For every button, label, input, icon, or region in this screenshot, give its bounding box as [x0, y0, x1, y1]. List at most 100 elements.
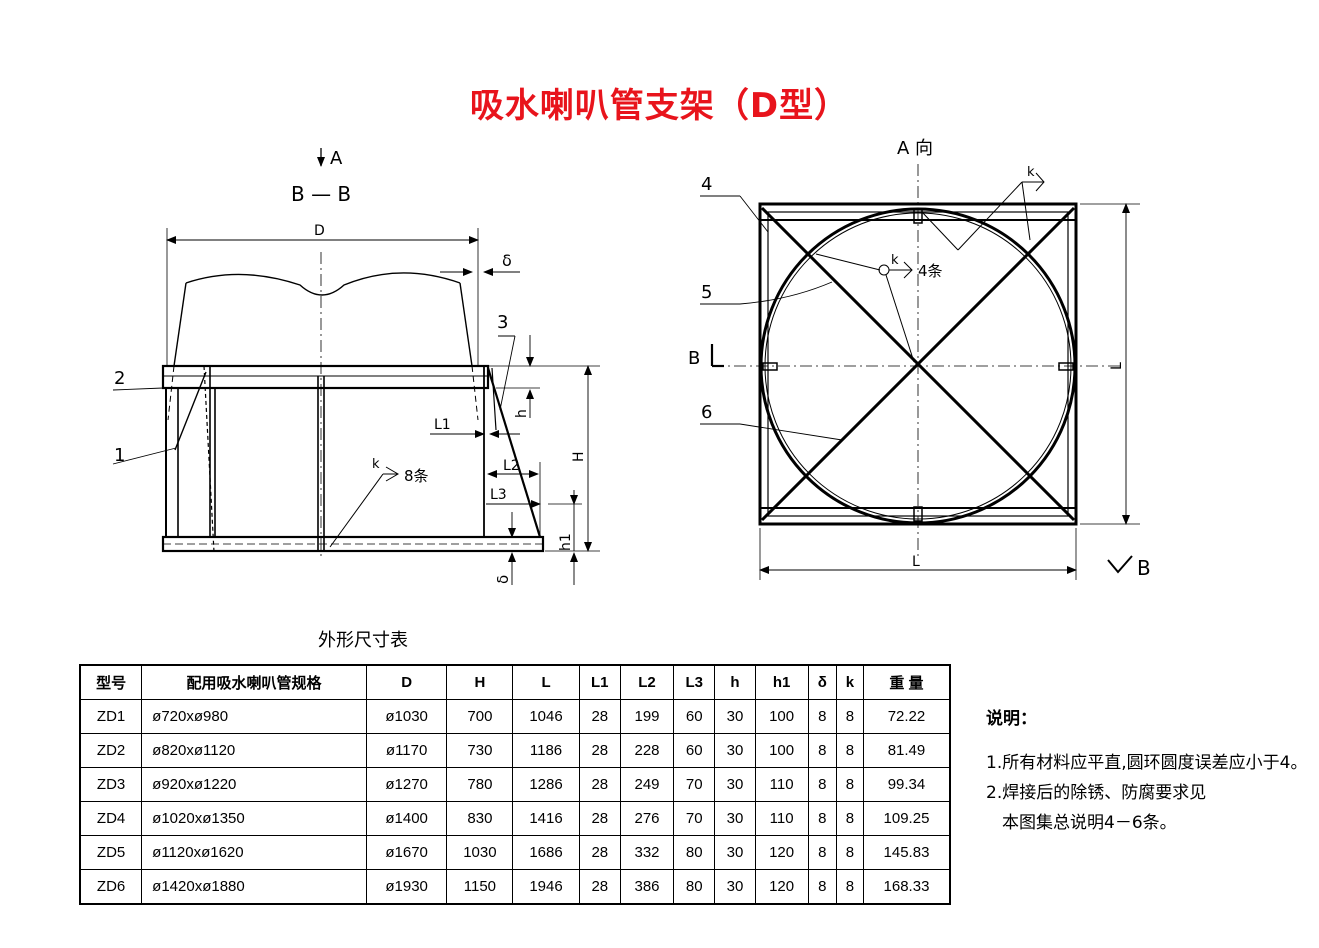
table-cell: 28 — [578, 869, 621, 905]
dim-delta-top-label: δ — [502, 251, 512, 270]
table-cell: 120 — [754, 835, 809, 870]
table-header-cell: L1 — [578, 664, 621, 700]
table-cell: 8 — [835, 835, 864, 870]
table-header-cell: D — [365, 664, 448, 700]
arrow-a-label: A — [330, 148, 343, 169]
table-cell: 30 — [714, 699, 756, 734]
dim-d-label: D — [314, 223, 325, 239]
table-cell: ZD6 — [79, 869, 143, 905]
table-cell: ZD2 — [79, 733, 143, 768]
table-cell: ø1400 — [365, 801, 448, 836]
table-cell: 99.34 — [862, 767, 951, 802]
table-cell: 1186 — [512, 733, 580, 768]
table-cell: 28 — [578, 801, 621, 836]
table-cell: 100 — [754, 699, 809, 734]
note-item-3: 本图集总说明4－6条。 — [1002, 813, 1177, 833]
table-cell: 249 — [619, 767, 675, 802]
table-cell: 1416 — [512, 801, 580, 836]
part-label-3: 3 — [497, 312, 508, 333]
table-cell: 8 — [835, 801, 864, 836]
dim-l1-label: L1 — [434, 417, 451, 433]
table-cell: ø920xø1220 — [141, 767, 367, 802]
table-cell: ø1670 — [365, 835, 448, 870]
table-cell: 30 — [714, 767, 756, 802]
table-cell: ø1930 — [365, 869, 448, 905]
table-cell: 730 — [446, 733, 514, 768]
table-cell: 81.49 — [862, 733, 951, 768]
table-cell: 780 — [446, 767, 514, 802]
table-header-cell: 型号 — [79, 664, 143, 700]
weld-k-label-8: k — [372, 457, 380, 472]
table-cell: ø1030 — [365, 699, 448, 734]
weld-count-8: 8条 — [404, 467, 429, 485]
dim-l3-label: L3 — [490, 487, 507, 503]
table-cell: 1286 — [512, 767, 580, 802]
table-header-cell: L2 — [619, 664, 675, 700]
table-cell: ZD3 — [79, 767, 143, 802]
table-cell: 30 — [714, 801, 756, 836]
table-cell: 199 — [619, 699, 675, 734]
part-label-4: 4 — [701, 174, 712, 195]
table-cell: 28 — [578, 835, 621, 870]
dim-h-small-label: h — [514, 409, 530, 418]
dim-h1-label: h1 — [558, 533, 574, 551]
table-cell: 80 — [673, 835, 716, 870]
table-cell: 168.33 — [862, 869, 951, 905]
weld-k-label-top: k — [1027, 165, 1035, 180]
table-cell: 28 — [578, 699, 621, 734]
section-b-b-label: B — B — [291, 182, 351, 206]
table-cell: 1046 — [512, 699, 580, 734]
part-label-1: 1 — [114, 445, 125, 466]
weld-count-4: 4条 — [918, 262, 943, 280]
table-header-cell: h1 — [754, 664, 809, 700]
a-direction-view: A 向 k k 4条 — [688, 138, 1151, 580]
table-cell: 700 — [446, 699, 514, 734]
table-cell: 8 — [807, 767, 837, 802]
table-header-cell: 配用吸水喇叭管规格 — [141, 664, 367, 700]
dim-l-right-label: L — [1109, 362, 1125, 370]
table-cell: ZD1 — [79, 699, 143, 734]
table-header-cell: δ — [807, 664, 837, 700]
table-cell: 30 — [714, 835, 756, 870]
note-item-2: 2.焊接后的除锈、防腐要求见 — [986, 783, 1207, 803]
table-cell: ø1020xø1350 — [141, 801, 367, 836]
table-header-cell: L — [512, 664, 580, 700]
table-cell: 30 — [714, 869, 756, 905]
table-cell: 28 — [578, 767, 621, 802]
part-label-2: 2 — [114, 368, 125, 389]
table-cell: 8 — [807, 733, 837, 768]
table-cell: 8 — [807, 699, 837, 734]
table-cell: 60 — [673, 699, 716, 734]
table-cell: 8 — [835, 733, 864, 768]
table-cell: 30 — [714, 733, 756, 768]
notes-block: 说明： 1.所有材料应平直,圆环圆度误差应小于4。 2.焊接后的除锈、防腐要求见… — [986, 704, 1307, 838]
table-cell: 60 — [673, 733, 716, 768]
table-cell: 110 — [754, 801, 809, 836]
table-cell: 110 — [754, 767, 809, 802]
notes-title: 说明： — [986, 709, 1037, 729]
table-cell: ZD5 — [79, 835, 143, 870]
table-cell: 8 — [807, 835, 837, 870]
section-mark-b-right: B — [1137, 556, 1151, 580]
section-mark-b-left: B — [688, 348, 700, 369]
note-item-1: 1.所有材料应平直,圆环圆度误差应小于4。 — [986, 753, 1308, 773]
dim-l2-label: L2 — [503, 458, 520, 474]
part-label-6: 6 — [701, 402, 712, 423]
table-cell: ø720xø980 — [141, 699, 367, 734]
table-cell: 28 — [578, 733, 621, 768]
table-cell: 80 — [673, 869, 716, 905]
table-cell: ø1120xø1620 — [141, 835, 367, 870]
table-cell: 8 — [835, 869, 864, 905]
table-cell: 145.83 — [862, 835, 951, 870]
table-cell: 228 — [619, 733, 675, 768]
dim-l-bottom-label: L — [912, 554, 920, 570]
table-cell: 8 — [807, 869, 837, 905]
table-cell: 72.22 — [862, 699, 951, 734]
table-cell: 1150 — [446, 869, 514, 905]
